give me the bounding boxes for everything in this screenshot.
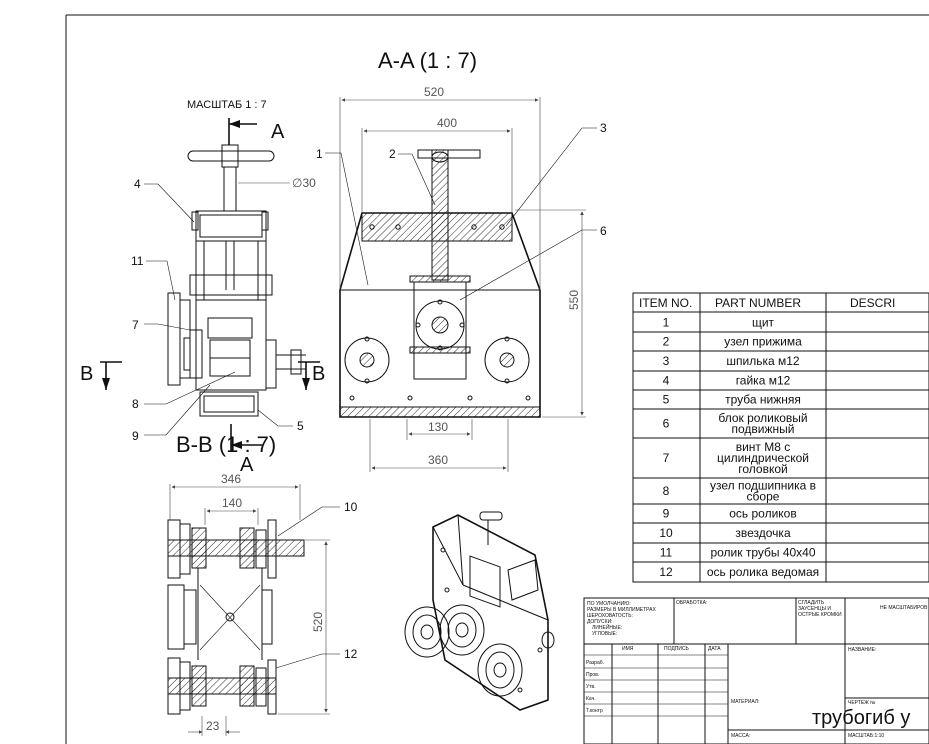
callout-3: 3 [600, 121, 607, 135]
bom-item-no: 11 [660, 546, 673, 560]
bom-part-name: ось роликов [729, 507, 796, 521]
cut-mark-a-top: A [271, 121, 285, 143]
bom-part-name: винт М8 с [736, 440, 791, 454]
isometric-view [404, 511, 555, 711]
section-aa-title: A-A (1 : 7) [378, 48, 477, 73]
tb-deburr-1: СГЛАДИТЬ [798, 600, 825, 606]
tb-no-scale: НЕ МАСШТАБИРОВ [880, 605, 928, 611]
dim-dia30: ∅30 [292, 176, 316, 190]
dim-550: 550 [567, 290, 581, 310]
tb-row-label: Пров. [586, 672, 599, 678]
bom-item-no: 6 [663, 417, 670, 431]
callout-6: 6 [600, 224, 607, 238]
tb-row-label: Утв. [586, 684, 596, 690]
bom-item-no: 2 [663, 335, 670, 349]
bom-part-name: блок роликовый [718, 411, 807, 425]
tb-default-line: ПО УМОЛЧАНИЮ: [587, 601, 631, 607]
bom-item-no: 8 [663, 484, 670, 498]
dim-23: 23 [206, 719, 220, 733]
bom-part-name: звездочка [735, 526, 791, 540]
callout-8: 8 [132, 397, 139, 411]
section-aa-view: A-A (1 : 7) 520 [316, 48, 607, 472]
callout-1: 1 [316, 147, 323, 161]
cut-mark-b-right: B [312, 363, 325, 385]
dim-346: 346 [221, 472, 241, 486]
bom-part-name: сборе [747, 490, 780, 504]
bom-part-name: щит [752, 316, 775, 330]
sheet-frame [65, 14, 929, 744]
tb-col-name: ИМЯ [622, 646, 634, 652]
cut-mark-a-bottom: A [240, 454, 254, 476]
bom-part-name: узел подшипника в [710, 479, 816, 493]
cut-mark-b-left: B [80, 363, 93, 385]
bom-part-name: подвижный [732, 422, 795, 436]
bom-item-no: 1 [663, 316, 670, 330]
tb-scale: МАСШТАБ:1:10 [848, 733, 884, 739]
callout-12: 12 [344, 647, 358, 661]
callout-5: 5 [297, 419, 304, 433]
tb-row-label: Разраб. [586, 660, 604, 666]
tb-default-line: ДОПУСКИ: [587, 619, 613, 625]
bom-item-no: 9 [663, 507, 670, 521]
bom-item-no: 7 [663, 451, 670, 465]
bom-table: ITEM NO. PART NUMBER DESCRI 1 щит 2 узел пр… [632, 292, 929, 583]
callout-7: 7 [132, 318, 139, 332]
tb-default-line: ЛИНЕЙНЫЕ: [592, 623, 622, 631]
bom-header-item: ITEM NO. [639, 296, 692, 310]
bom-header-desc: DESCRI [850, 296, 895, 310]
tb-deburr-3: ОСТРЫЕ КРОМКИ [798, 612, 842, 618]
tb-col-date: ДАТА [708, 646, 721, 652]
front-view: МАСШТАБ 1 : 7 A ∅30 [80, 99, 325, 476]
bom-item-no: 3 [663, 354, 670, 368]
bom-part-name: ось ролика ведомая [707, 565, 819, 579]
dim-520-side: 520 [311, 612, 325, 632]
dim-400: 400 [437, 116, 457, 130]
bom-part-name: ролик трубы 40х40 [710, 546, 815, 560]
bom-part-name: гайка м12 [736, 374, 791, 388]
bom-part-name: труба нижняя [725, 393, 801, 407]
tb-title-label: НАЗВАНИЕ: [848, 647, 876, 653]
tb-deburr-2: ЗАУСЕНЦЫ И [798, 606, 831, 612]
callout-2: 2 [389, 147, 396, 161]
tb-default-line: ШЕРОХОВАТОСТЬ: [587, 613, 633, 619]
dim-520-top: 520 [424, 85, 444, 99]
bom-part-name: узел прижима [724, 335, 802, 349]
callout-4: 4 [134, 177, 141, 191]
title-block: ПО УМОЛЧАНИЮ:РАЗМЕРЫ В МИЛЛИМЕТРАХШЕРОХО… [583, 597, 929, 744]
tb-col-sign: ПОДПИСЬ [664, 646, 690, 652]
tb-material: МАТЕРИАЛ: [731, 699, 760, 705]
tb-default-line: РАЗМЕРЫ В МИЛЛИМЕТРАХ [587, 607, 656, 613]
bom-part-name: головкой [738, 462, 787, 476]
callout-9: 9 [132, 429, 139, 443]
tb-drawing-title: трубогиб у [812, 707, 910, 729]
bom-item-no: 12 [659, 565, 673, 579]
scale-label: МАСШТАБ 1 : 7 [187, 99, 267, 111]
dim-360: 360 [428, 453, 448, 467]
section-bb-title: B-B (1 : 7) [176, 432, 276, 457]
bom-item-no: 5 [663, 393, 670, 407]
callout-11: 11 [131, 254, 144, 268]
tb-finish: ОБРАБОТКА: [676, 600, 707, 606]
tb-row-label: Кач. [586, 696, 596, 702]
tb-drawing-no: ЧЕРТЕЖ № [848, 700, 876, 706]
tb-row-label: Т.контр [586, 708, 603, 714]
section-bb-view: 346 140 520 23 [167, 472, 358, 736]
callout-10: 10 [344, 500, 358, 514]
dim-130: 130 [428, 420, 448, 434]
bom-part-name: цилиндрической [717, 451, 809, 465]
bom-item-no: 10 [659, 526, 673, 540]
dim-140: 140 [222, 496, 242, 510]
bom-header-part: PART NUMBER [715, 296, 801, 310]
bom-part-name: шпилька м12 [726, 354, 800, 368]
tb-mass: МАССА: [731, 733, 750, 739]
tb-default-line: УГЛОВЫЕ: [592, 631, 617, 637]
bom-item-no: 4 [663, 374, 670, 388]
